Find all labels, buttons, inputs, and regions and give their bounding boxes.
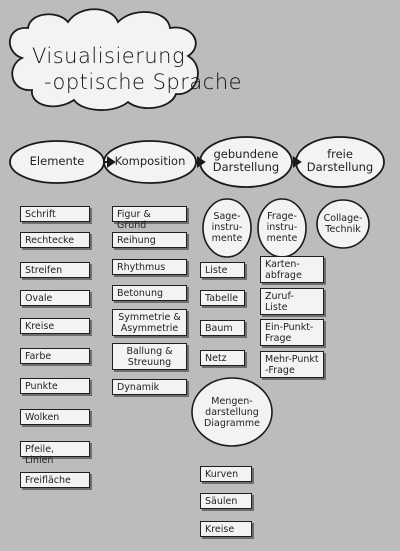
label-collage-technik: Collage- Technik [323,213,363,235]
header-elemente: Elemente [29,154,85,168]
elemente-item: Pfeile, Linien [20,441,90,466]
oval-collage-technik [316,199,370,249]
mengen-item: Kreise [200,521,252,537]
arrows [104,156,302,168]
sage-item: Liste [200,262,245,278]
elemente-item: Punkte [20,378,90,394]
frage-item: Ein-Punkt- Frage [260,319,324,346]
sage-item: Tabelle [200,290,245,306]
komposition-item: Ballung & Streuung [112,343,187,370]
komposition-item: Symmetrie & Asymmetrie [112,309,187,336]
mengen-item: Säulen [200,493,252,509]
header-gebundene-darstellung: gebundene Darstellung [212,147,280,174]
oval-sage-instrumente [202,198,252,258]
komposition-item: Figur & Grund [112,206,187,231]
oval-mengendarstellung [191,377,273,447]
komposition-item: Reihung [112,232,187,248]
komposition-item: Betonung [112,285,187,301]
sage-item: Baum [200,320,245,336]
header-komposition: Komposition [114,154,186,168]
sage-item: Netz [200,350,245,366]
elemente-item: Kreise [20,318,90,334]
elemente-item: Farbe [20,348,90,364]
label-sage-instrumente: Sage- instru- mente [211,211,243,244]
label-mengendarstellung: Mengen- darstellung Diagramme [204,396,260,429]
elemente-item: Rechtecke [20,232,90,248]
mengen-item: Kurven [200,466,252,482]
komposition-item: Dynamik [112,379,187,395]
komposition-item: Rhythmus [112,259,187,275]
frage-item: Zuruf- Liste [260,288,324,315]
elemente-item: Ovale [20,290,90,306]
elemente-item: Freifläche [20,472,90,488]
elemente-item: Schrift [20,206,90,222]
elemente-item: Streifen [20,262,90,278]
frage-item: Karten- abfrage [260,256,324,283]
elemente-item: Wolken [20,409,90,425]
frage-item: Mehr-Punkt -Frage [260,351,324,378]
label-frage-instrumente: Frage- instru- mente [266,211,298,244]
header-freie-darstellung: freie Darstellung [306,147,374,174]
title-line-1: Visualisierung [32,44,186,68]
title-cloud [8,8,199,111]
title-line-2: -optische Sprache [44,70,243,94]
